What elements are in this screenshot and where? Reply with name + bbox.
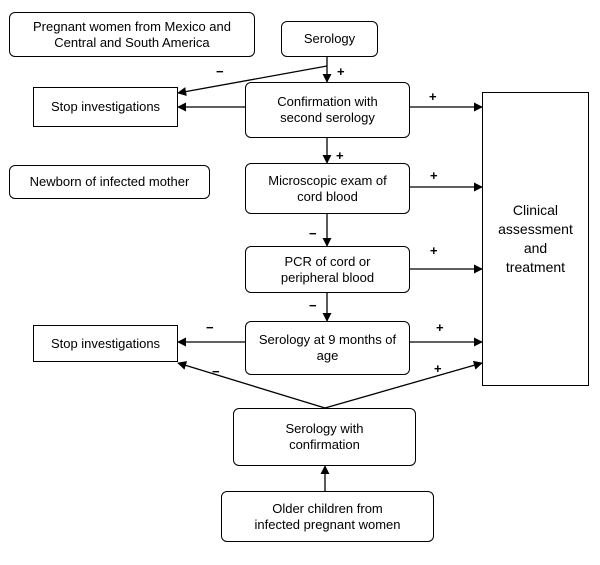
clinical-assessment-box: Clinical assessment and treatment bbox=[482, 92, 589, 386]
minus-sign-pcr-serology-9m: − bbox=[309, 298, 317, 313]
minus-sign-serology-confirm-stop: − bbox=[212, 364, 220, 379]
minus-sign-serology-9m-stop: − bbox=[206, 320, 214, 335]
newborn-label: Newborn of infected mother bbox=[29, 174, 190, 189]
plus-sign-microscopic-clinical: + bbox=[430, 168, 438, 183]
pregnant-women-line-2: Central and South America bbox=[54, 34, 210, 50]
plus-sign-serology-9m-clinical: + bbox=[436, 320, 444, 335]
stop-investigations-bottom-box: Stop investigations bbox=[33, 325, 178, 362]
minus-sign-serology-stop: − bbox=[216, 64, 224, 79]
clinical-line-3: and bbox=[523, 240, 548, 256]
microscopic-line-1: Microscopic exam of bbox=[268, 172, 387, 188]
serology-9m-line-1: Serology at 9 months of bbox=[258, 332, 397, 347]
plus-sign-pcr-clinical: + bbox=[430, 243, 438, 258]
serology-confirm-line-2: confirmation bbox=[289, 437, 360, 452]
clinical-line-1: Clinical bbox=[512, 202, 559, 218]
serology-confirm-line-1: Serology with bbox=[285, 421, 364, 436]
older-children-line-2: infected pregnant women bbox=[254, 516, 401, 532]
pregnant-women-line-1: Pregnant women from Mexico and bbox=[33, 18, 231, 34]
clinical-line-2: assessment bbox=[498, 221, 573, 237]
serology-box: Serology bbox=[281, 21, 378, 57]
stop-top-label: Stop investigations bbox=[50, 99, 161, 114]
confirmation-line-1: Confirmation with bbox=[277, 94, 378, 109]
pcr-line-1: PCR of cord or bbox=[284, 253, 371, 269]
plus-sign-serology-confirm: + bbox=[337, 64, 345, 79]
plus-sign-confirm-clinical: + bbox=[429, 89, 437, 104]
confirmation-line-2: second serology bbox=[280, 110, 375, 125]
microscopic-line-2: cord blood bbox=[297, 188, 358, 204]
stop-investigations-top-box: Stop investigations bbox=[33, 87, 178, 127]
pcr-line-2: peripheral blood bbox=[280, 269, 375, 285]
newborn-box: Newborn of infected mother bbox=[9, 165, 210, 199]
plus-sign-serology-confirm-clinical: + bbox=[434, 361, 442, 376]
arrow-serology-confirm-to-stop-bottom bbox=[177, 361, 326, 409]
clinical-line-4: treatment bbox=[505, 259, 566, 275]
plus-sign-confirm-microscopic: + bbox=[336, 148, 344, 163]
stop-bottom-label: Stop investigations bbox=[50, 335, 161, 351]
serology-9m-line-2: age bbox=[316, 348, 339, 363]
arrow-serology-to-stop-top bbox=[177, 65, 328, 97]
serology-label: Serology bbox=[303, 31, 356, 46]
older-children-line-1: Older children from bbox=[272, 500, 383, 516]
arrow-serology-confirm-to-clinical bbox=[324, 360, 483, 409]
minus-sign-microscopic-pcr: − bbox=[309, 226, 317, 241]
